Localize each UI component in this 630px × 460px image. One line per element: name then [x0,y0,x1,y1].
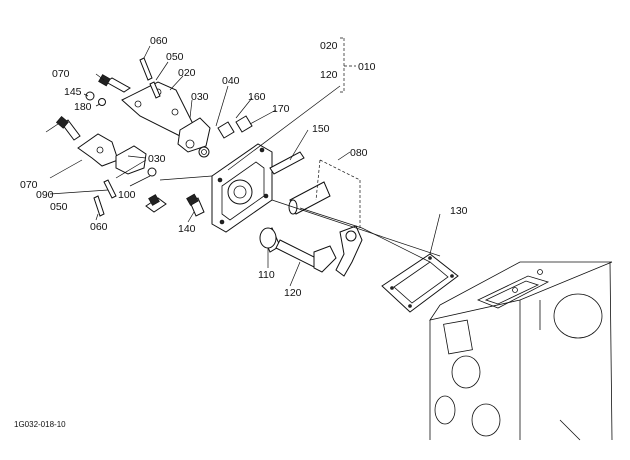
callout-130: 130 [450,205,468,217]
callout-160: 160 [248,91,266,103]
callout-020-top: 020 [178,67,196,79]
governor-shaft-120 [259,227,337,273]
callout-145: 145 [64,86,82,98]
callout-120-bottom: 120 [284,287,302,299]
callout-030-mid: 030 [148,153,166,165]
callout-050-top: 050 [166,51,184,63]
callout-030-top: 030 [191,91,209,103]
leader-lines [45,37,441,287]
callout-070-left: 070 [20,179,38,191]
callout-040: 040 [222,75,240,87]
callout-180: 180 [74,101,92,113]
callout-010: 010 [358,61,376,73]
callout-080: 080 [350,147,368,159]
fork-lever-080 [315,159,363,277]
callout-090: 090 [36,189,54,201]
callout-100: 100 [118,189,136,201]
governor-housing [211,143,273,233]
callout-020-bracket: 020 [320,40,338,52]
engine-block [429,261,613,441]
lever-plate-020 [121,81,211,153]
callout-050-left: 050 [50,201,68,213]
lever-090 [55,115,157,217]
callout-labels: 060 050 020 070 145 180 030 040 160 170 … [20,35,468,299]
callout-110: 110 [258,269,275,281]
gasket-130 [381,253,459,313]
callout-170: 170 [272,103,290,115]
diagram-code: 1G032-018-10 [14,420,66,429]
shaft-150 [269,151,331,215]
callout-150: 150 [312,123,330,135]
bolts-100-140 [145,193,205,217]
callout-120-bracket: 120 [320,69,338,81]
callout-140: 140 [178,223,196,235]
top-fasteners [85,57,253,158]
callout-060-top: 060 [150,35,168,47]
callout-070-top: 070 [52,68,70,80]
callout-060-left: 060 [90,221,108,233]
